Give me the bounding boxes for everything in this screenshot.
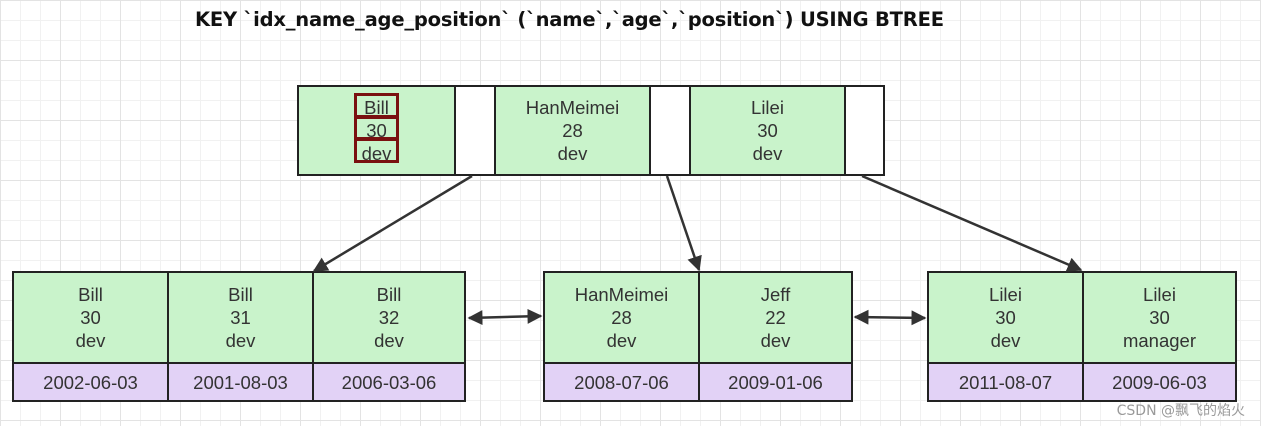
date-value: 2006-03-06 <box>341 371 437 393</box>
leaf-data-date: 2008-07-06 <box>545 362 698 400</box>
date-value: 2011-08-07 <box>958 371 1053 393</box>
root-pointer-3 <box>844 87 883 174</box>
arrow-root-to-leaf-1 <box>312 174 473 273</box>
key-age: 30 <box>80 307 101 328</box>
key-name: Lilei <box>989 284 1022 305</box>
leaf-data-date: 2009-06-03 <box>1082 362 1235 400</box>
date-value: 2001-08-03 <box>193 371 288 393</box>
leaf-key: Bill 32 dev <box>312 273 464 362</box>
arrow-root-to-leaf-2 <box>665 175 702 272</box>
leaf-data-date: 2009-01-06 <box>698 362 851 400</box>
key-position: dev <box>990 330 1021 351</box>
root-pointer-1 <box>454 87 494 174</box>
key-position: dev <box>557 143 588 164</box>
key-age: 30 <box>757 120 778 141</box>
key-name: Bill <box>376 284 402 305</box>
leaf-key: HanMeimei 28 dev <box>545 273 698 362</box>
key-name: Bill <box>228 284 253 305</box>
date-value: 2009-06-03 <box>1112 371 1207 393</box>
watermark: CSDN @飘飞的焰火 <box>1116 403 1245 419</box>
leaf-key: Bill 31 dev <box>167 273 312 362</box>
diagram-title: KEY `idx_name_age_position` (`name`,`age… <box>195 8 944 31</box>
root-key-lilei: Lilei 30 dev <box>689 87 844 174</box>
leaf-node-1: Bill 30 dev Bill 31 dev Bill 32 dev 2002… <box>12 271 466 402</box>
leaf-data-date: 2001-08-03 <box>167 362 312 400</box>
leaf-node-3: Lilei 30 dev Lilei 30 manager 2011-08-07… <box>927 271 1237 402</box>
key-position: dev <box>361 143 392 164</box>
key-age: 32 <box>378 307 400 328</box>
date-value: 2002-06-03 <box>43 371 138 393</box>
key-position: dev <box>760 330 791 351</box>
root-node: Bill 30 dev HanMeimei 28 dev Lilei 30 de… <box>297 85 885 176</box>
leaf-key: Jeff 22 dev <box>698 273 851 362</box>
key-name: Lilei <box>751 97 784 118</box>
key-age: 30 <box>1149 307 1170 328</box>
key-age: 28 <box>611 307 632 328</box>
key-age: 28 <box>562 120 583 141</box>
arrow-leaf-2-leaf-3-link <box>853 309 927 326</box>
key-position: dev <box>374 330 404 351</box>
root-pointer-2 <box>649 87 689 174</box>
arrow-root-to-leaf-3 <box>861 174 1083 272</box>
key-position: dev <box>752 143 783 164</box>
leaf-data-date: 2011-08-07 <box>929 362 1082 400</box>
key-position: manager <box>1122 330 1196 351</box>
highlight-position-field <box>354 138 399 163</box>
leaf-key: Lilei 30 dev <box>929 273 1082 362</box>
key-name: Bill <box>78 284 103 305</box>
leaf-key: Bill 30 dev <box>14 273 167 362</box>
root-key-hanmeimei: HanMeimei 28 dev <box>494 87 649 174</box>
key-age: 22 <box>765 307 786 328</box>
key-age: 31 <box>230 307 251 328</box>
date-value: 2008-07-06 <box>574 371 669 393</box>
key-name: HanMeimei <box>525 97 620 118</box>
key-position: dev <box>606 330 637 351</box>
key-name: Bill <box>364 97 389 118</box>
key-age: 30 <box>995 307 1016 328</box>
key-name: Jeff <box>760 284 791 305</box>
leaf-data-date: 2006-03-06 <box>312 362 464 400</box>
root-key-bill: Bill 30 dev <box>299 87 454 174</box>
key-age: 30 <box>366 120 387 141</box>
arrow-leaf-1-leaf-2-link <box>467 308 543 326</box>
key-position: dev <box>225 330 256 351</box>
leaf-key: Lilei 30 manager <box>1082 273 1235 362</box>
leaf-node-2: HanMeimei 28 dev Jeff 22 dev 2008-07-06 … <box>543 271 853 402</box>
key-position: dev <box>75 330 106 351</box>
date-value: 2009-01-06 <box>728 371 823 393</box>
leaf-data-date: 2002-06-03 <box>14 362 167 400</box>
key-name: Lilei <box>1143 284 1176 305</box>
key-name: HanMeimei <box>574 284 669 305</box>
